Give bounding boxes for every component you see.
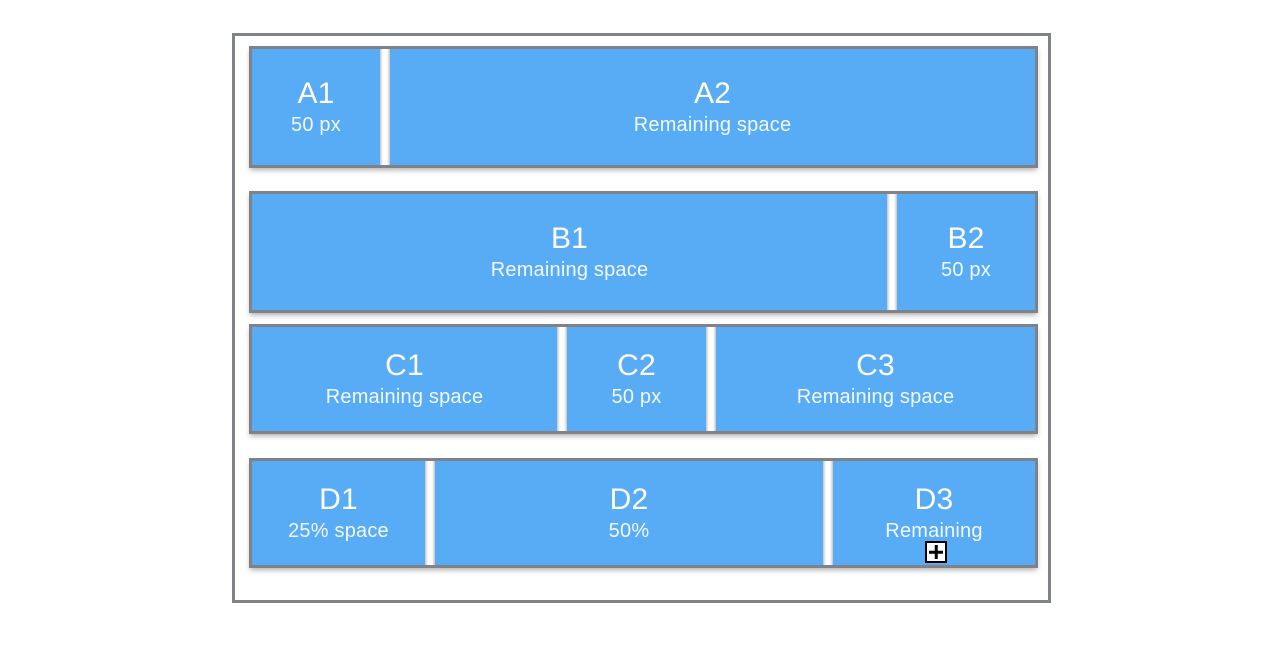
pane-b2-title: B2: [947, 222, 985, 255]
pane-a2-title: A2: [693, 77, 732, 110]
splitter-c2-c3[interactable]: [706, 327, 716, 431]
splitter-d2-d3[interactable]: [823, 461, 833, 565]
pane-a1-subtitle: 50 px: [291, 114, 341, 136]
pane-d2-subtitle: 50%: [608, 520, 650, 542]
pane-c2[interactable]: C2 50 px: [567, 327, 706, 431]
split-row-c: C1 Remaining space C2 50 px C3 Remaining…: [249, 324, 1038, 434]
pane-c3-title: C3: [856, 349, 895, 382]
pane-a2[interactable]: A2 Remaining space: [390, 49, 1035, 165]
pane-c2-subtitle: 50 px: [611, 386, 662, 408]
pane-c1[interactable]: C1 Remaining space: [252, 327, 557, 431]
pane-d3-title: D3: [914, 483, 954, 516]
pane-d2-title: D2: [609, 483, 649, 516]
pane-d1-subtitle: 25% space: [288, 520, 389, 542]
pane-a1-title: A1: [297, 77, 335, 110]
pane-b1[interactable]: B1 Remaining space: [252, 194, 887, 310]
pane-a2-subtitle: Remaining space: [633, 114, 792, 136]
splitter-c1-c2[interactable]: [557, 327, 567, 431]
splitter-d1-d2[interactable]: [425, 461, 435, 565]
pane-c3[interactable]: C3 Remaining space: [716, 327, 1035, 431]
pane-a1[interactable]: A1 50 px: [252, 49, 380, 165]
split-layout-container: A1 50 px A2 Remaining space B1 Remaining…: [232, 33, 1051, 603]
split-row-a: A1 50 px A2 Remaining space: [249, 46, 1038, 168]
pane-b2[interactable]: B2 50 px: [897, 194, 1035, 310]
pane-c1-subtitle: Remaining space: [325, 386, 484, 408]
pane-c3-subtitle: Remaining space: [796, 386, 955, 408]
split-row-d: D1 25% space D2 50% D3 Remaining: [249, 458, 1038, 568]
split-rows-area: A1 50 px A2 Remaining space B1 Remaining…: [249, 46, 1038, 568]
split-row-b: B1 Remaining space B2 50 px: [249, 191, 1038, 313]
pane-b2-subtitle: 50 px: [941, 259, 991, 281]
pane-b1-subtitle: Remaining space: [490, 259, 649, 281]
splitter-a1-a2[interactable]: [380, 49, 390, 165]
pane-d2[interactable]: D2 50%: [435, 461, 823, 565]
pane-d3-subtitle: Remaining: [885, 520, 983, 542]
cursor-vertical-bar: [934, 545, 938, 559]
plus-crosshair-cursor-icon: [925, 541, 947, 563]
pane-d1[interactable]: D1 25% space: [252, 461, 425, 565]
pane-c1-title: C1: [385, 349, 424, 382]
splitter-b1-b2[interactable]: [887, 194, 897, 310]
pane-b1-title: B1: [550, 222, 589, 255]
pane-c2-title: C2: [617, 349, 656, 382]
pane-d1-title: D1: [319, 483, 358, 516]
